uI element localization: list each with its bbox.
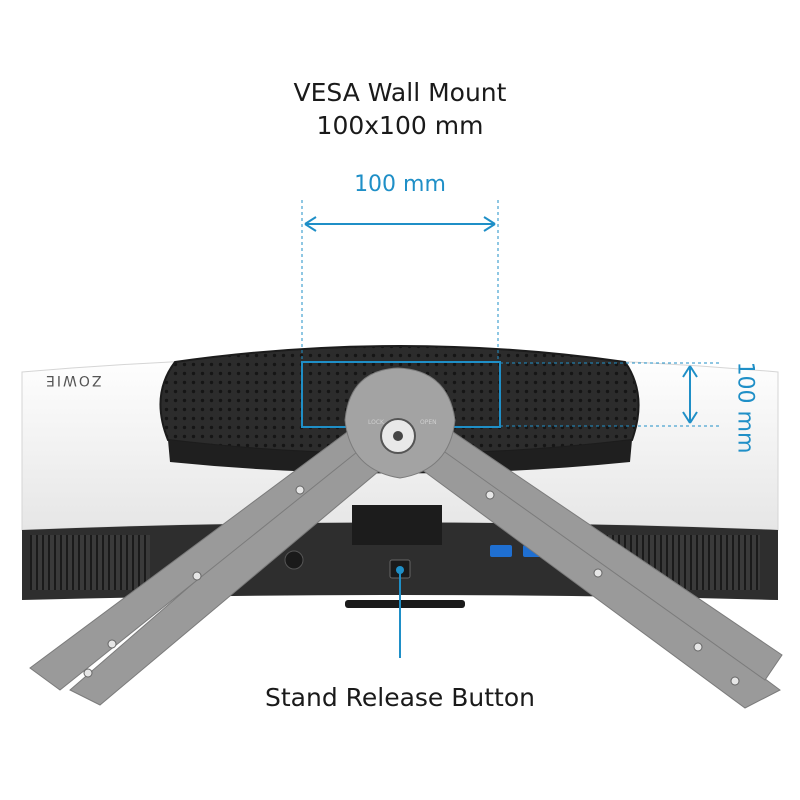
bottom-foot [345,600,465,608]
lock-label: LOCK [368,419,385,426]
vertical-dimension-label: 100 mm [732,361,758,454]
title-line-1: VESA Wall Mount [293,78,507,107]
callout-dot [396,566,404,574]
stand-bracket [352,505,442,545]
open-label: OPEN [420,419,437,426]
horizontal-dimension-label: 100 mm [354,172,446,197]
brand-logo-text: ZOWIE [44,372,102,388]
port-round-1 [284,550,304,570]
usb-port-1 [490,545,512,557]
stand-release-button-label: Stand Release Button [264,683,536,712]
vent-left [30,535,150,590]
stand-legs [29,429,783,709]
title-line-2: 100x100 mm [316,111,484,140]
leg-screws [83,485,740,686]
